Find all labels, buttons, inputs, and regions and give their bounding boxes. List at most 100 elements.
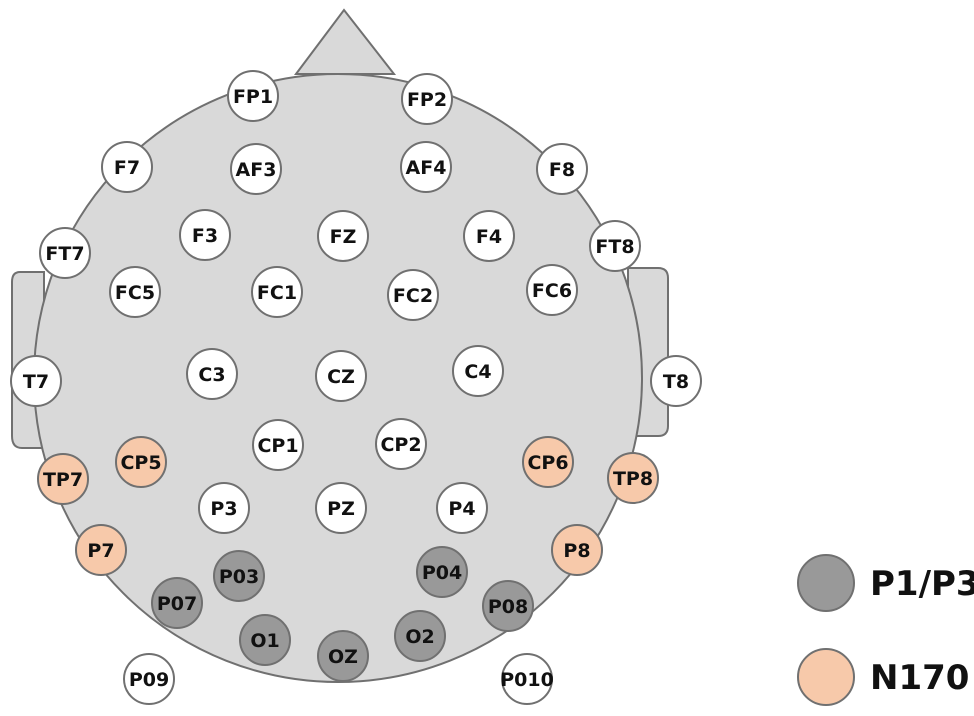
electrode-marker: [213, 550, 265, 602]
electrode-o2: O2: [394, 610, 446, 662]
electrode-p010: P010: [500, 653, 554, 705]
electrode-label: FP2: [407, 89, 447, 111]
legend-swatch: [797, 648, 855, 706]
electrode-label: FC5: [115, 282, 155, 304]
electrode-marker: [650, 355, 702, 407]
electrode-marker: [315, 482, 367, 534]
electrode-label: P7: [87, 540, 114, 562]
electrode-label: TP8: [613, 468, 653, 490]
electrode-tp7: TP7: [37, 453, 89, 505]
electrode-marker: [151, 577, 203, 629]
electrode-p7: P7: [75, 524, 127, 576]
electrode-fc1: FC1: [251, 266, 303, 318]
electrode-marker: [251, 266, 303, 318]
electrode-marker: [75, 524, 127, 576]
electrode-t8: T8: [650, 355, 702, 407]
legend-label: P1/P3: [870, 564, 974, 604]
electrode-marker: [230, 143, 282, 195]
electrode-t7: T7: [10, 355, 62, 407]
electrode-marker: [501, 653, 553, 705]
electrode-tp8: TP8: [607, 452, 659, 504]
electrode-marker: [315, 350, 367, 402]
electrode-label: O1: [250, 630, 279, 652]
electrode-marker: [400, 141, 452, 193]
electrode-label: CP5: [120, 452, 161, 474]
electrode-label: TP7: [43, 469, 83, 491]
electrode-label: C4: [464, 361, 491, 383]
electrode-marker: [179, 209, 231, 261]
electrode-label: P07: [157, 593, 197, 615]
electrode-af4: AF4: [400, 141, 452, 193]
electrode-label: FC6: [532, 280, 572, 302]
electrode-label: FT7: [45, 243, 84, 265]
electrode-f7: F7: [101, 141, 153, 193]
electrode-label: P4: [448, 498, 475, 520]
electrode-fc2: FC2: [387, 269, 439, 321]
electrode-marker: [551, 524, 603, 576]
electrode-label: AF4: [406, 157, 447, 179]
electrode-cp6: CP6: [522, 436, 574, 488]
electrode-marker: [186, 348, 238, 400]
electrode-label: F3: [192, 225, 218, 247]
electrode-label: P3: [210, 498, 237, 520]
nose: [294, 8, 397, 75]
electrode-p04: P04: [416, 546, 468, 598]
legend-item-p1p3: P1/P3: [797, 554, 974, 612]
electrode-marker: [463, 210, 515, 262]
electrode-marker: [375, 418, 427, 470]
electrode-f8: F8: [536, 143, 588, 195]
electrode-label: O2: [405, 626, 434, 648]
electrode-oz: OZ: [317, 630, 369, 682]
legend-item-n170: N170: [797, 648, 969, 706]
electrode-cp5: CP5: [115, 436, 167, 488]
electrode-marker: [394, 610, 446, 662]
electrode-cp2: CP2: [375, 418, 427, 470]
electrode-marker: [227, 70, 279, 122]
electrode-marker: [387, 269, 439, 321]
electrode-label: FP1: [233, 86, 273, 108]
electrode-p07: P07: [151, 577, 203, 629]
electrode-label: CP6: [527, 452, 568, 474]
electrode-marker: [436, 482, 488, 534]
electrode-marker: [522, 436, 574, 488]
electrode-fp1: FP1: [227, 70, 279, 122]
electrode-ft8: FT8: [589, 220, 641, 272]
electrode-fz: FZ: [317, 210, 369, 262]
electrode-marker: [109, 266, 161, 318]
legend-label: N170: [870, 658, 969, 698]
electrode-marker: [452, 345, 504, 397]
legend-swatch: [797, 554, 855, 612]
electrode-label: C3: [198, 364, 225, 386]
electrode-marker: [123, 653, 175, 705]
electrode-marker: [252, 419, 304, 471]
electrode-f3: F3: [179, 209, 231, 261]
electrode-marker: [39, 227, 91, 279]
electrode-cz: CZ: [315, 350, 367, 402]
electrode-o1: O1: [239, 614, 291, 666]
electrode-marker: [198, 482, 250, 534]
electrode-label: P08: [488, 596, 528, 618]
electrode-label: T8: [663, 371, 689, 393]
electrode-p09: P09: [123, 653, 175, 705]
electrode-label: PZ: [327, 498, 355, 520]
electrode-label: OZ: [328, 646, 358, 668]
electrode-label: F4: [476, 226, 502, 248]
electrode-marker: [416, 546, 468, 598]
electrode-ft7: FT7: [39, 227, 91, 279]
electrode-marker: [536, 143, 588, 195]
electrode-p08: P08: [482, 580, 534, 632]
electrode-fc5: FC5: [109, 266, 161, 318]
electrode-label: CP1: [257, 435, 298, 457]
electrode-label: P04: [422, 562, 462, 584]
electrode-p03: P03: [213, 550, 265, 602]
electrode-c4: C4: [452, 345, 504, 397]
electrode-c3: C3: [186, 348, 238, 400]
electrode-marker: [589, 220, 641, 272]
electrode-marker: [317, 210, 369, 262]
electrode-label: F7: [114, 157, 140, 179]
electrode-marker: [10, 355, 62, 407]
electrode-label: T7: [23, 371, 49, 393]
electrode-label: CP2: [380, 434, 421, 456]
